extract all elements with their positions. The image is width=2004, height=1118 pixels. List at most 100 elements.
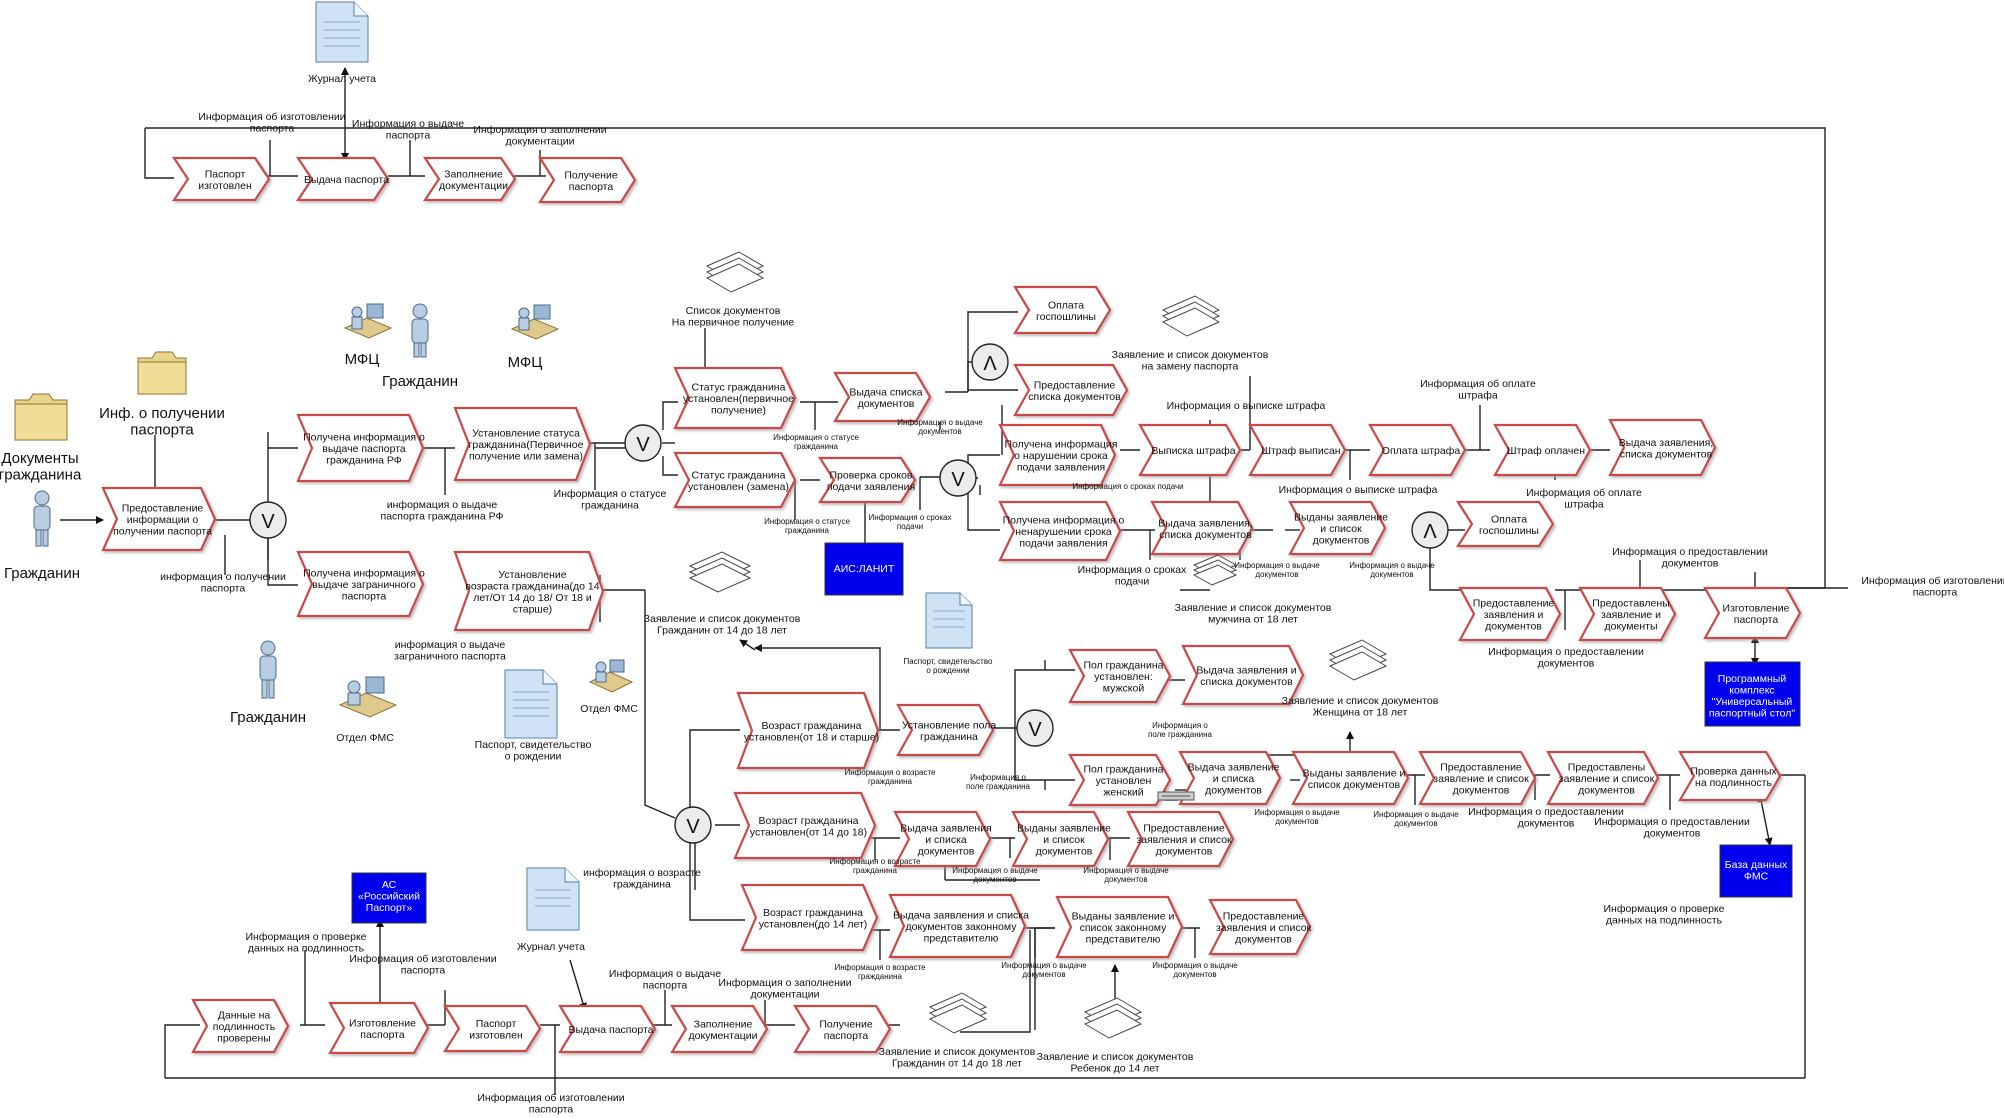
document-stack-icon — [688, 551, 752, 593]
system-ais-lanit[interactable]: АИС:ЛАНИТ — [824, 542, 904, 596]
chevron-shape — [1055, 895, 1184, 959]
function-label: Оплата штрафа — [1382, 445, 1461, 457]
function-vydacha-zayavleniya-mid[interactable]: Выдача заявления,списка документов — [1150, 500, 1254, 556]
function-vypiska-shtrafa[interactable]: Выписка штрафа — [1138, 423, 1242, 477]
or-gate: V — [249, 501, 287, 539]
chevron-shape — [893, 810, 992, 868]
function-oplata-shtrafa[interactable]: Оплата штрафа — [1368, 423, 1467, 477]
document-icon — [504, 669, 558, 739]
connector-lines — [60, 67, 1848, 1095]
function-label: Выдача заявления,списка документов — [1619, 437, 1713, 461]
folder-icon — [14, 393, 68, 441]
function-vydacha-zayavleniya-right[interactable]: Выдача заявления,списка документов — [1608, 418, 1717, 477]
function-shtraf-vypisan[interactable]: Штраф выписан — [1248, 423, 1347, 477]
chevron-shape — [896, 703, 995, 757]
svg-text:АИС:ЛАНИТ: АИС:ЛАНИТ — [834, 563, 895, 575]
chevron-shape — [1493, 423, 1592, 477]
workstation-icon — [588, 659, 634, 693]
chevron-shape — [1068, 753, 1172, 807]
or-gate: V — [1016, 709, 1054, 747]
person-icon — [259, 640, 277, 699]
label: Информация о сроках подачи — [1072, 482, 1183, 491]
function-vydacha-pasporta[interactable]: Выдача паспорта — [295, 156, 390, 202]
workstation-icon — [510, 304, 560, 340]
svg-text:V: V — [951, 469, 965, 491]
person-icon — [33, 490, 51, 547]
label: Отдел ФМС — [580, 703, 638, 715]
chevron-shape — [537, 156, 637, 204]
function-shtraf-oplachen[interactable]: Штраф оплачен — [1493, 423, 1592, 477]
function-vydacha-pasporta-bottom[interactable]: Выдача паспорта — [558, 1004, 657, 1054]
chevron-shape — [888, 893, 1027, 959]
